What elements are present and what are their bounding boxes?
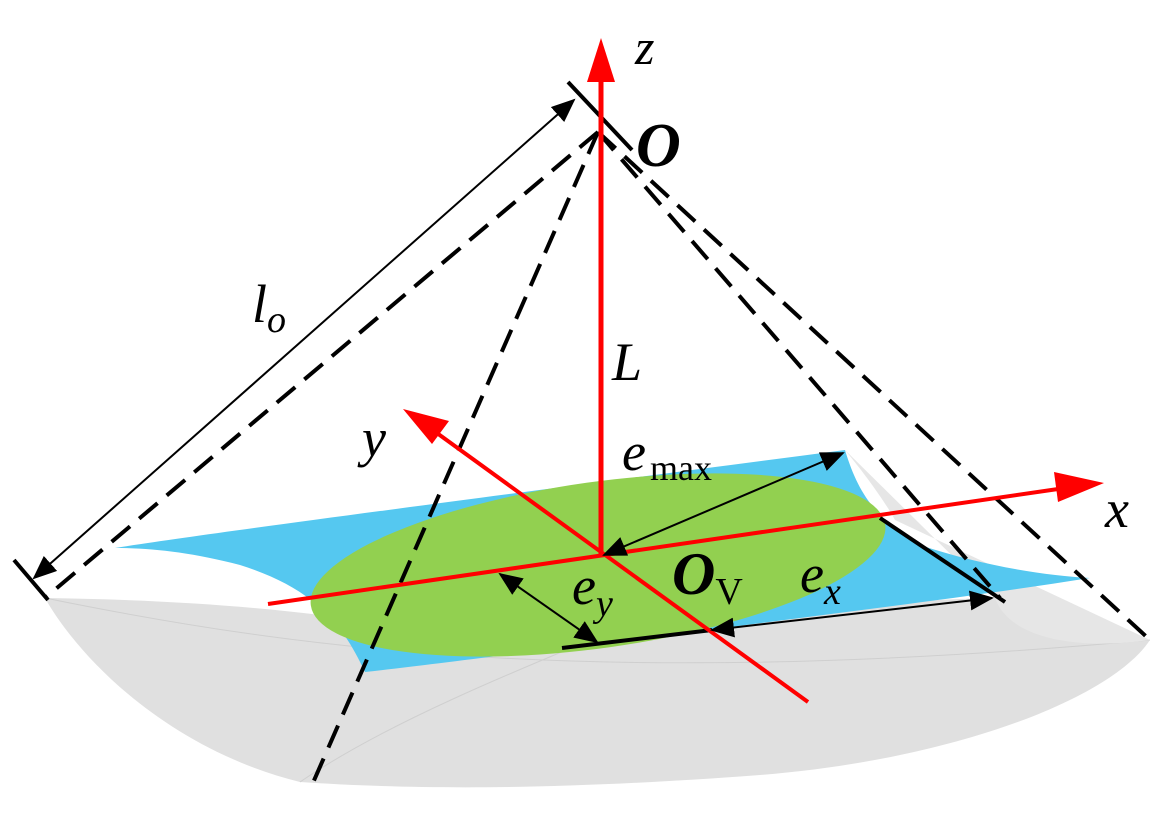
ey-subscript: y xyxy=(592,583,613,625)
origin-o-label: O xyxy=(636,112,681,180)
dashed-line xyxy=(596,130,1152,642)
lo-dimension-arrow xyxy=(32,98,576,580)
lo-subscript: o xyxy=(267,299,286,341)
lo-extension-tick xyxy=(12,558,50,602)
x-axis-label: x xyxy=(1104,479,1129,539)
edge-line xyxy=(561,628,713,650)
x-axis-arrowhead xyxy=(1054,472,1104,502)
y-axis-label: y xyxy=(357,408,386,468)
length-l-label: L xyxy=(611,332,642,392)
z-axis-arrowhead xyxy=(587,38,615,82)
ex-label: ex xyxy=(800,544,841,613)
y-axis-arrowhead xyxy=(403,409,449,444)
edge-line xyxy=(878,516,1007,604)
ey-label: ey xyxy=(572,556,613,625)
ov-label: OV xyxy=(672,541,743,613)
ey-dimension-arrow xyxy=(498,572,599,644)
emax-subscript: max xyxy=(650,448,712,488)
grey-surface xyxy=(45,598,1150,788)
dashed-line xyxy=(596,130,1002,600)
y-axis xyxy=(428,426,810,704)
lo-label: lo xyxy=(252,274,286,341)
emax-dimension-arrow xyxy=(602,452,845,556)
ov-subscript: V xyxy=(715,571,743,613)
z-axis-label: z xyxy=(634,19,654,75)
ex-subscript: x xyxy=(823,571,841,613)
ex-dimension-arrow xyxy=(710,590,994,638)
